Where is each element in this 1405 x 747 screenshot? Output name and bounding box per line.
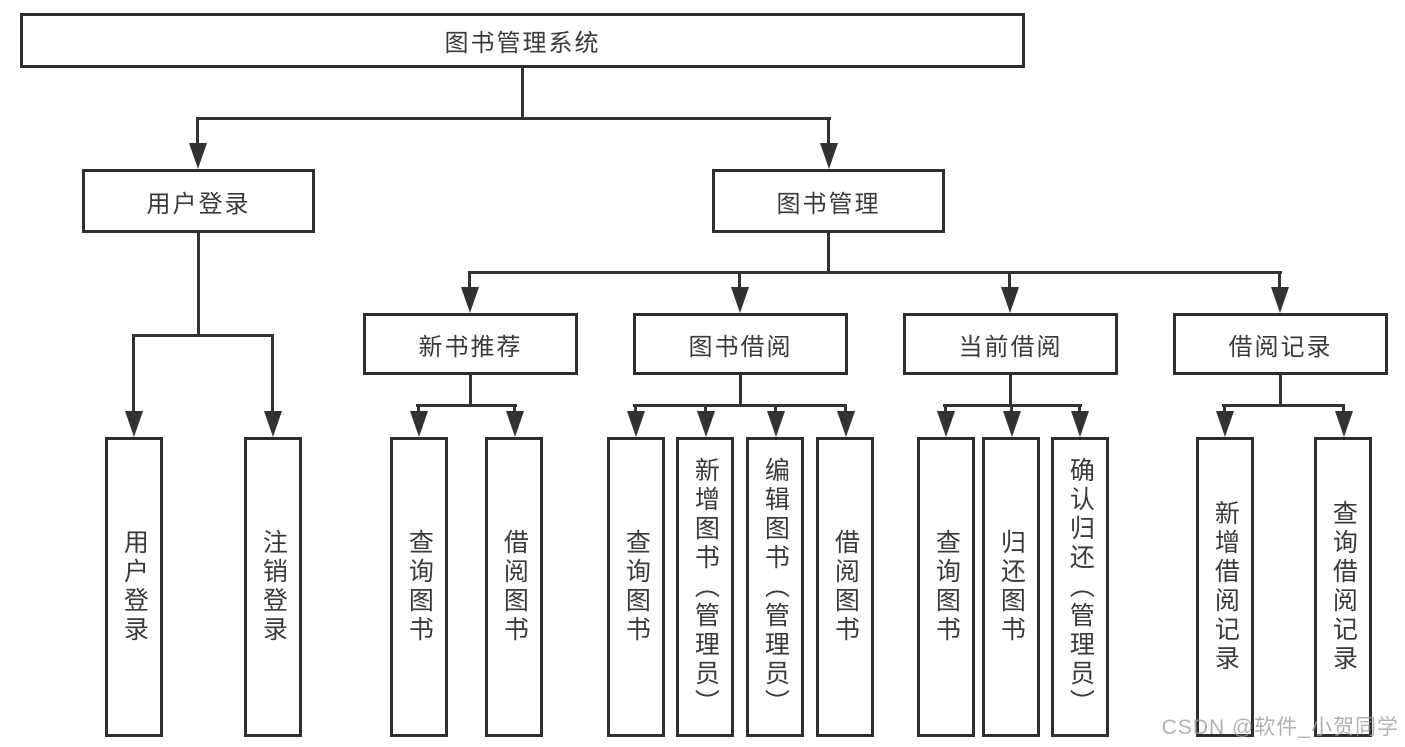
node-label: 图书借阅: [688, 333, 793, 361]
connector-line: [469, 375, 472, 404]
leaf-label: 查询图书: [932, 529, 961, 645]
node-borrowing-records: 借阅记录: [1173, 313, 1388, 375]
node-new-book-recommendation: 新书推荐: [363, 313, 578, 375]
connector-arrow-down: [696, 404, 715, 437]
leaf-edit-book-admin: 编辑图书（管理员）: [746, 437, 804, 737]
leaf-query-borrow-record: 查询借阅记录: [1314, 437, 1372, 737]
connector-line: [197, 233, 200, 335]
connector-arrow-down: [1002, 404, 1021, 437]
connector-line: [633, 404, 847, 407]
node-label: 用户登录: [146, 190, 251, 218]
leaf-label: 查询借阅记录: [1329, 500, 1358, 674]
connector-line: [739, 375, 742, 404]
leaf-query-books-recommend: 查询图书: [390, 437, 448, 737]
connector-line: [468, 271, 1282, 274]
connector-arrow-down: [730, 271, 749, 313]
leaf-label: 借阅图书: [500, 529, 529, 645]
node-book-management: 图书管理: [712, 169, 945, 233]
leaf-label: 归还图书: [997, 529, 1026, 645]
leaf-borrow-books-recommend: 借阅图书: [485, 437, 543, 737]
node-label: 新书推荐: [418, 333, 523, 361]
connector-line: [416, 404, 517, 407]
csdn-watermark: CSDN @软件_小贺同学: [1161, 716, 1399, 739]
connector-arrow-down: [836, 404, 855, 437]
connector-line: [1279, 375, 1282, 404]
connector-arrow-down: [766, 404, 785, 437]
connector-arrow-down: [1215, 404, 1234, 437]
node-label: 图书管理: [776, 190, 881, 218]
connector-arrow-down: [1000, 271, 1019, 313]
leaf-label: 用户登录: [120, 529, 149, 645]
connector-arrow-down: [1270, 271, 1289, 313]
leaf-label: 新增图书（管理员）: [691, 456, 720, 718]
connector-arrow-down: [1070, 404, 1089, 437]
leaf-label: 查询图书: [405, 529, 434, 645]
connector-arrow-down: [460, 271, 479, 313]
node-label: 借阅记录: [1228, 333, 1333, 361]
connector-arrow-down: [263, 334, 282, 437]
connector-arrow-down: [505, 404, 524, 437]
connector-arrow-down: [936, 404, 955, 437]
node-library-management-system: 图书管理系统: [20, 13, 1025, 68]
leaf-confirm-return-admin: 确认归还（管理员）: [1051, 437, 1109, 737]
leaf-label: 新增借阅记录: [1211, 500, 1240, 674]
connector-arrow-down: [409, 404, 428, 437]
connector-arrow-down: [1334, 404, 1353, 437]
connector-arrow-down: [188, 117, 207, 169]
leaf-add-borrow-record: 新增借阅记录: [1196, 437, 1254, 737]
leaf-label: 查询图书: [622, 529, 651, 645]
node-book-borrowing: 图书借阅: [633, 313, 848, 375]
leaf-return-books: 归还图书: [982, 437, 1040, 737]
leaf-query-books-current: 查询图书: [917, 437, 975, 737]
connector-line: [132, 334, 274, 337]
node-label: 当前借阅: [958, 333, 1063, 361]
connector-line: [521, 68, 524, 117]
leaf-label: 确认归还（管理员）: [1066, 456, 1095, 718]
connector-line: [1009, 375, 1012, 404]
leaf-label: 借阅图书: [831, 529, 860, 645]
leaf-borrow-books-borrowing: 借阅图书: [816, 437, 874, 737]
leaf-label: 编辑图书（管理员）: [761, 456, 790, 718]
connector-line: [196, 117, 831, 120]
connector-arrow-down: [819, 117, 838, 169]
node-user-login: 用户登录: [82, 169, 315, 233]
leaf-user-login: 用户登录: [105, 437, 163, 737]
node-current-borrowing: 当前借阅: [903, 313, 1118, 375]
connector-line: [827, 233, 830, 271]
leaf-logout: 注销登录: [244, 437, 302, 737]
connector-arrow-down: [124, 334, 143, 437]
connector-line: [1222, 404, 1345, 407]
node-label: 图书管理系统: [444, 30, 601, 57]
leaf-label: 注销登录: [259, 529, 288, 645]
connector-arrow-down: [626, 404, 645, 437]
leaf-query-books-borrowing: 查询图书: [607, 437, 665, 737]
leaf-add-book-admin: 新增图书（管理员）: [676, 437, 734, 737]
